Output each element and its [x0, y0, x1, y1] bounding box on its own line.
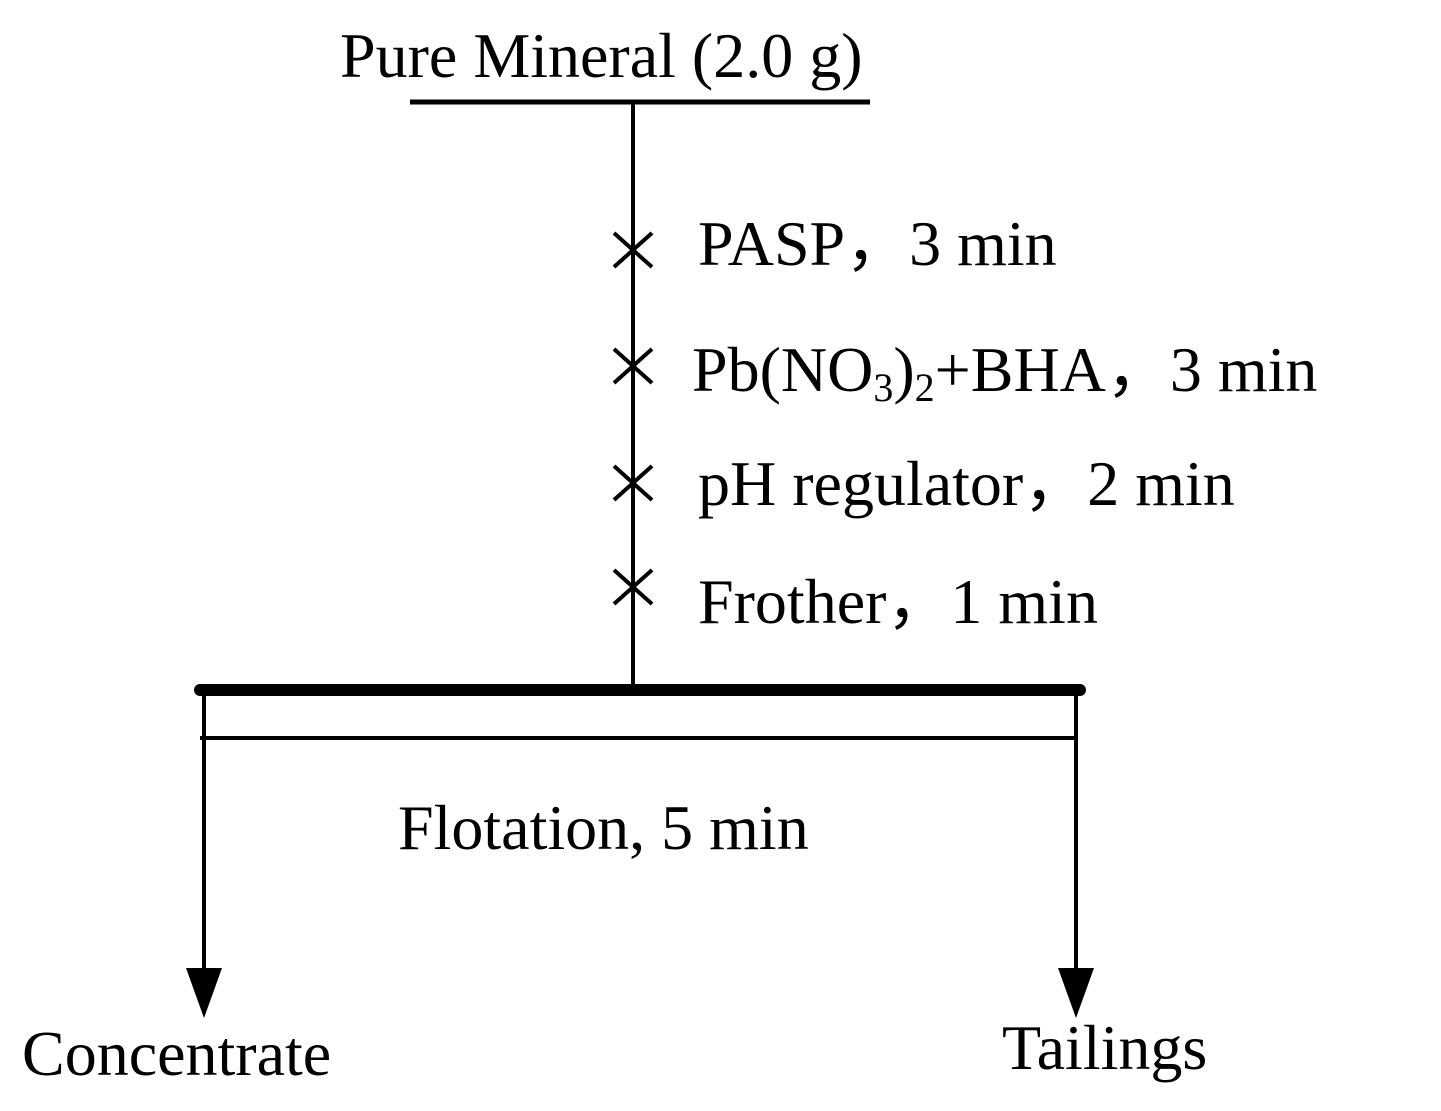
- reagent-step-4: Frother，1 min: [698, 566, 1098, 637]
- reagent-step-2: Pb(NO3)2+BHA，3 min: [692, 338, 1317, 408]
- feed-title: Pure Mineral (2.0 g): [340, 20, 863, 91]
- reagent-step-2-suffix: +BHA，3 min: [934, 334, 1318, 405]
- flotation-label: Flotation, 5 min: [398, 792, 809, 863]
- reagent-step-3: pH regulator，2 min: [698, 448, 1235, 519]
- step-marker-2: [612, 347, 654, 385]
- step-marker-3: [612, 464, 654, 502]
- tailings-label: Tailings: [1002, 1012, 1208, 1083]
- concentrate-arrowhead: [186, 968, 222, 1018]
- reagent-step-2-subscript-2: 2: [914, 365, 935, 410]
- tailings-arrowhead: [1058, 968, 1094, 1018]
- step-marker-4: [612, 568, 654, 606]
- reagent-step-1: PASP，3 min: [698, 208, 1057, 279]
- reagent-step-2-prefix: Pb(NO: [692, 334, 874, 405]
- reagent-step-2-subscript-1: 3: [873, 365, 894, 410]
- step-marker-1: [612, 231, 654, 269]
- concentrate-label: Concentrate: [22, 1018, 332, 1089]
- reagent-step-2-mid: ): [893, 334, 915, 405]
